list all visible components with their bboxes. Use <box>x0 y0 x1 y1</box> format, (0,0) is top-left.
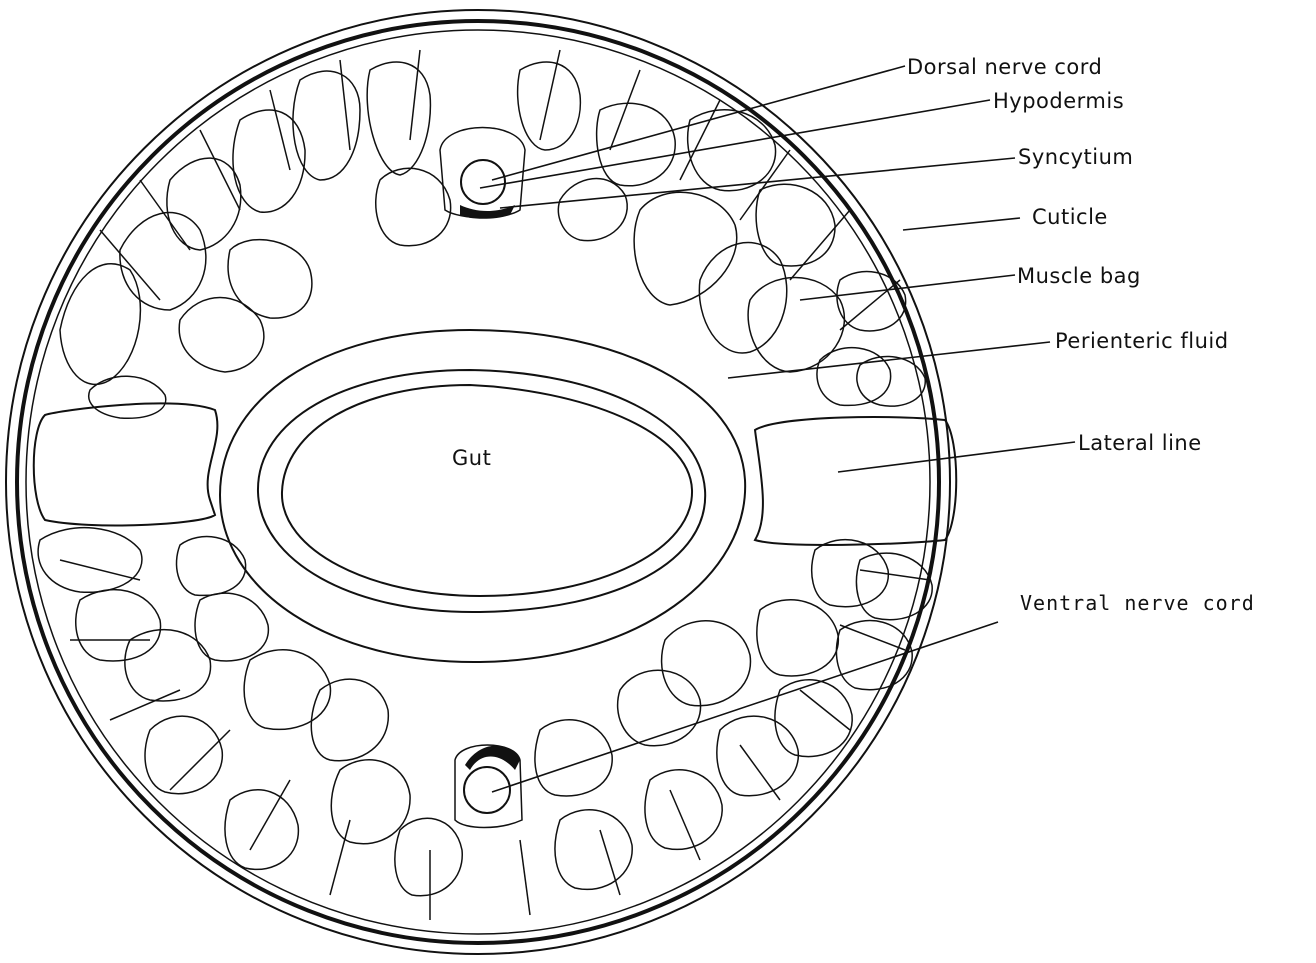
leader-lines <box>480 66 1075 792</box>
muscle-arms <box>60 50 930 920</box>
dorsal-nerve-cord-structure <box>440 128 525 219</box>
label-perienteric-fluid: Perienteric fluid <box>1055 329 1229 353</box>
label-ventral-nerve-cord: Ventral nerve cord <box>1020 591 1255 615</box>
cuticle-ring <box>6 10 950 954</box>
perienteric-fluid-boundary <box>34 404 218 526</box>
label-lateral-line: Lateral line <box>1078 431 1202 455</box>
gut <box>220 330 745 662</box>
lateral-line-right <box>755 417 956 545</box>
label-syncytium: Syncytium <box>1018 145 1133 169</box>
label-gut: Gut <box>452 446 491 470</box>
label-dorsal-nerve-cord: Dorsal nerve cord <box>907 55 1102 79</box>
ventral-nerve-cord-structure <box>455 745 522 828</box>
muscle-bag-cells-dorsal <box>60 62 925 418</box>
label-muscle-bag: Muscle bag <box>1017 264 1141 288</box>
label-cuticle: Cuticle <box>1032 205 1108 229</box>
label-hypodermis: Hypodermis <box>993 89 1124 113</box>
